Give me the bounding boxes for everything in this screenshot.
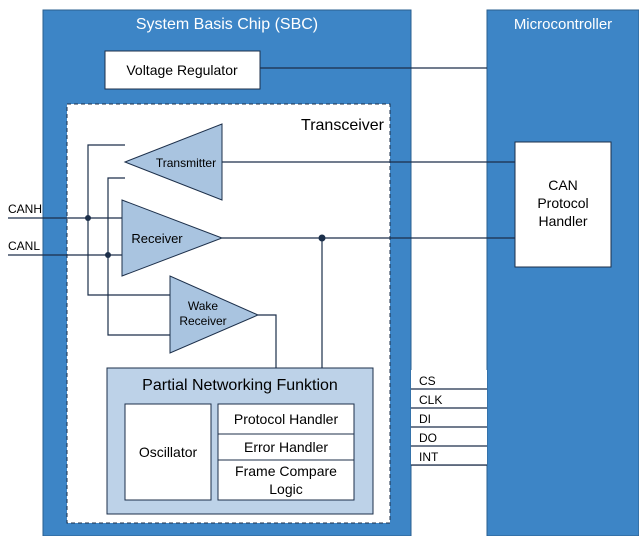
int-label: INT — [419, 450, 439, 464]
spi-bus-lines — [411, 388, 487, 466]
canh-label: CANH — [8, 202, 42, 216]
canl-to-wake-wire — [107, 255, 170, 336]
partial-networking-title: Partial Networking Funktion — [142, 377, 338, 394]
txd-label: TxD — [423, 146, 445, 160]
receiver-triangle — [121, 199, 224, 277]
microcontroller-block — [486, 9, 639, 536]
frame-compare-label-line1: Frame Compare — [235, 463, 337, 479]
canh-to-wake-wire — [87, 218, 170, 296]
tx-to-canh-wire — [87, 144, 125, 218]
frame-compare-box — [217, 459, 355, 501]
wake-receiver-triangle — [169, 275, 260, 354]
wake-receiver-label-line2: Receiver — [179, 314, 226, 328]
tx-to-canl-wire — [107, 177, 125, 255]
di-label: DI — [419, 412, 431, 426]
voltage-regulator-label: Voltage Regulator — [126, 62, 238, 78]
cs-label: CS — [419, 374, 436, 388]
do-label: DO — [419, 431, 437, 445]
protocol-handler-box — [217, 403, 355, 435]
junction-canl — [105, 252, 111, 258]
can-handler-line2: Protocol — [537, 195, 588, 211]
sbc-title: System Basis Chip (SBC) — [136, 16, 318, 33]
junction-canh — [85, 215, 91, 221]
clk-label: CLK — [419, 393, 442, 407]
vcc-label: Vcc (5V) — [423, 52, 469, 66]
can-handler-line3: Handler — [538, 213, 587, 229]
transmitter-triangle — [123, 123, 223, 201]
error-handler-box — [217, 433, 355, 461]
can-protocol-handler-box — [514, 141, 612, 268]
wake-receiver-label-line1: Wake — [188, 299, 219, 313]
error-handler-label: Error Handler — [244, 439, 328, 455]
can-handler-line1: CAN — [548, 177, 578, 193]
rxd-label: RxD — [423, 222, 447, 236]
junction-rxd — [318, 234, 326, 242]
receiver-label: Receiver — [131, 231, 183, 246]
transceiver-label: Transceiver — [301, 117, 385, 134]
voltage-regulator-box — [104, 50, 261, 90]
transmitter-label: Transmitter — [156, 156, 216, 170]
canl-label: CANL — [8, 239, 40, 253]
spi-bus-strips — [411, 370, 487, 465]
protocol-handler-label: Protocol Handler — [234, 411, 339, 427]
oscillator-label: Oscillator — [139, 444, 198, 460]
frame-compare-label-line2: Logic — [269, 481, 302, 497]
wake-output-wire — [258, 314, 277, 368]
microcontroller-title: Microcontroller — [514, 16, 612, 33]
oscillator-box — [124, 403, 212, 501]
